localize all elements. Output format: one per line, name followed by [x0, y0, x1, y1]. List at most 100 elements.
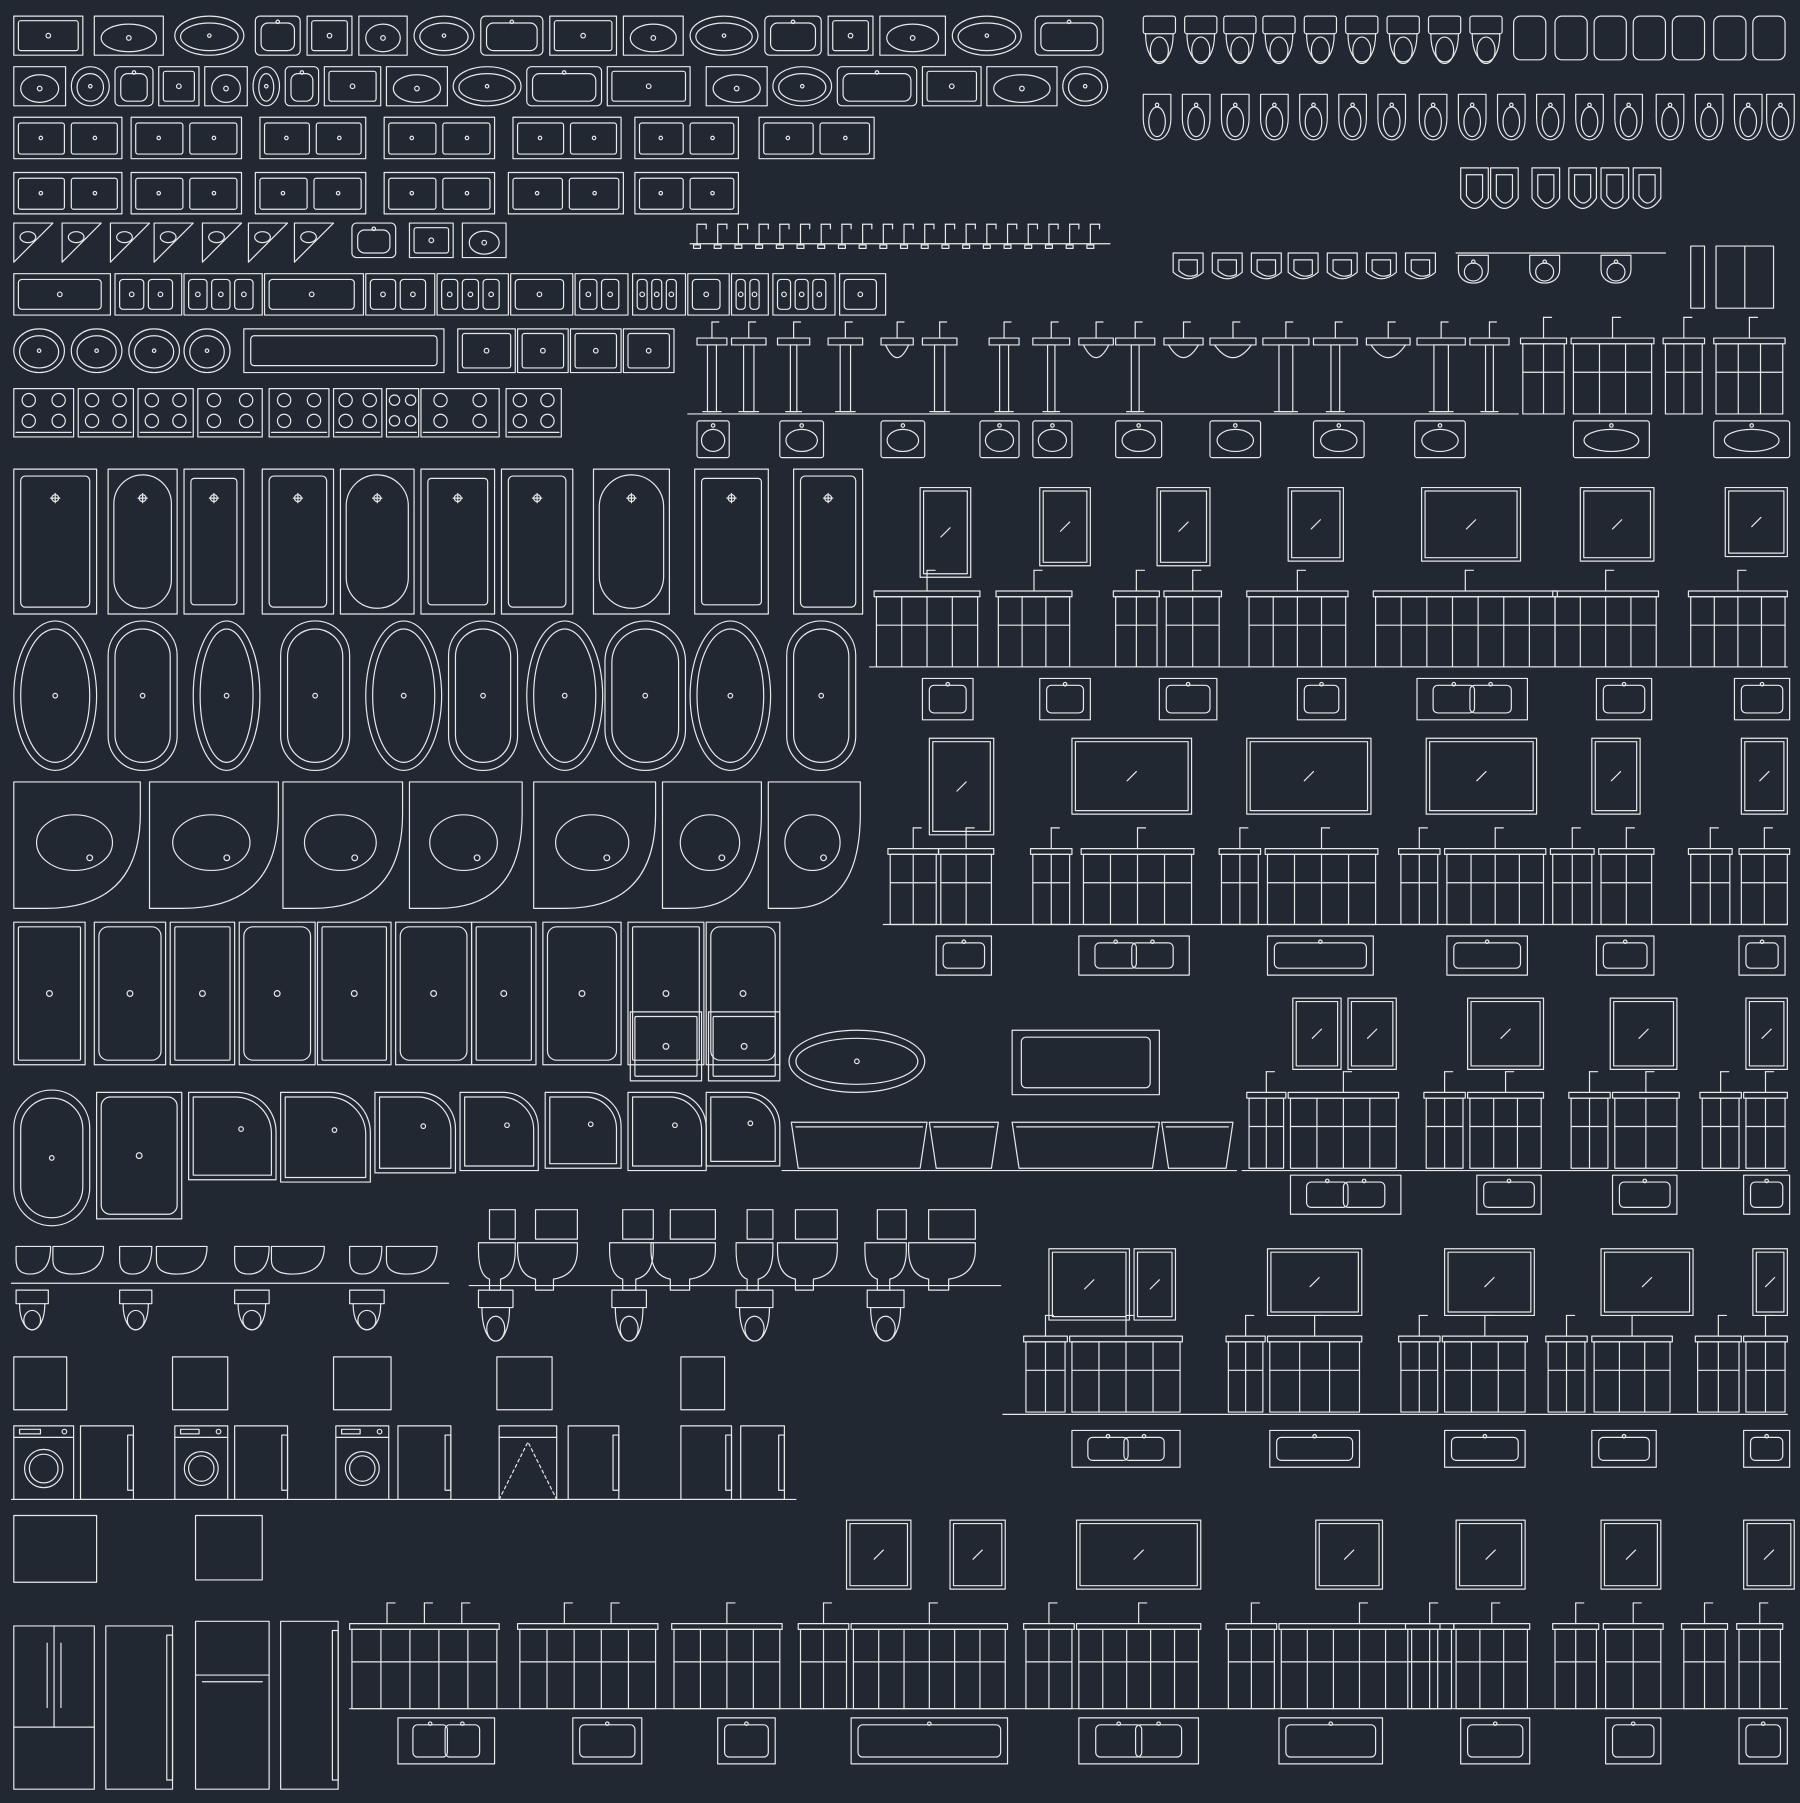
- vanity-elevation: [1700, 1072, 1741, 1169]
- mirror-elevation: [1468, 998, 1544, 1069]
- kitchen-sink-plan: [575, 274, 628, 315]
- close-coupled-wc-elevation: [518, 1210, 578, 1290]
- vanity-elevation: [1247, 1072, 1286, 1169]
- vanity-plan: [1279, 1718, 1383, 1764]
- wc-plan: [235, 1290, 270, 1330]
- bidet-plan: [1537, 94, 1565, 140]
- cistern-plan: [1672, 16, 1704, 60]
- vanity-elevation: [1569, 1072, 1610, 1169]
- sink-plan: [359, 16, 407, 55]
- appliance-plan: [497, 1357, 552, 1410]
- washing-machine: [336, 1426, 389, 1500]
- oval-bathtub-plan: [366, 621, 442, 770]
- mirror-elevation: [1134, 1249, 1175, 1320]
- sink-plan: [409, 223, 453, 257]
- sink-plan: [462, 223, 506, 257]
- kitchen-sink-plan: [633, 274, 686, 315]
- mirror-elevation: [1601, 1520, 1661, 1589]
- refrigerator: [106, 1626, 173, 1789]
- basin-plan: [1033, 421, 1072, 458]
- rectangular-bathtub-plan: [593, 469, 669, 614]
- basin-plan: [780, 421, 824, 458]
- vanity-plan: [1040, 678, 1091, 719]
- shower-tray-plan: [472, 922, 536, 1065]
- vanity-plan: [1445, 1430, 1526, 1467]
- mirror-elevation: [1422, 488, 1521, 562]
- vanity-elevation: [1226, 1315, 1265, 1412]
- mirror-elevation: [1610, 998, 1677, 1069]
- cistern-plan: [1594, 16, 1626, 60]
- faucet-elevation: [714, 224, 727, 248]
- toilet-plan: [1428, 16, 1460, 63]
- sink-plan: [987, 67, 1057, 106]
- appliance-blocks: [12, 1357, 796, 1789]
- vanity-plan: [1613, 1175, 1677, 1214]
- cooktop-plan: [138, 389, 193, 437]
- cooktop-plan: [421, 389, 499, 437]
- bidet-plan: [1339, 94, 1367, 140]
- kitchen-sink-plan: [184, 274, 262, 315]
- pedestal-basin-elevation: [1116, 322, 1155, 412]
- basin-plan: [1210, 421, 1261, 458]
- sink-plan: [765, 16, 821, 55]
- cooktop-plan: [269, 389, 329, 437]
- urinal-elevation: [1633, 168, 1661, 208]
- basin-plan: [1313, 421, 1364, 458]
- basin-plan: [1573, 421, 1649, 458]
- urinal-elevation: [1532, 168, 1560, 208]
- urinal-elevation: [1569, 168, 1597, 208]
- rectangular-bathtub-plan: [108, 469, 177, 614]
- vanity-elevation: [1399, 828, 1440, 925]
- mirror-elevation: [1049, 1249, 1130, 1320]
- toilet-plan: [1143, 16, 1175, 63]
- wc-plan: [16, 1290, 48, 1330]
- pedestal-basin-elevation: [989, 322, 1019, 412]
- corner-sink-plan: [248, 223, 287, 262]
- vanity-elevation: [1744, 1072, 1788, 1169]
- corner-bathtub-plan: [662, 782, 761, 908]
- kitchen-sink-plan: [366, 274, 435, 315]
- bathtub-elevation: [929, 1122, 998, 1168]
- bidet-plan: [1530, 255, 1560, 283]
- vanity-elevation: [1714, 317, 1785, 414]
- sink-plan: [414, 16, 474, 55]
- bidet-plan: [1221, 94, 1249, 140]
- corner-bathtub-plan: [150, 782, 279, 908]
- bidet-plan: [1656, 94, 1684, 140]
- basin-plan: [1714, 421, 1790, 458]
- bidet-plan: [1695, 94, 1723, 140]
- wc-plan: [350, 1290, 385, 1330]
- pedestal-basin-elevation: [1079, 322, 1114, 358]
- mirror-elevation: [1040, 488, 1091, 566]
- mirror-elevation: [1348, 998, 1396, 1069]
- corner-bathtub-plan: [14, 782, 141, 908]
- faucet-elevation: [942, 224, 955, 248]
- cooktop-plan: [78, 389, 133, 437]
- cistern-plan: [1633, 16, 1665, 60]
- mirror-elevation: [1426, 738, 1536, 814]
- faucet-elevation: [818, 224, 831, 248]
- mirror-elevation: [1247, 738, 1371, 814]
- vanity-plan: [398, 1718, 495, 1764]
- wall-hung-wc-elevation: [53, 1246, 104, 1274]
- faucet-elevation: [921, 224, 934, 248]
- vanity-plan: [573, 1718, 642, 1764]
- vanity-elevation: [1226, 1603, 1277, 1709]
- pedestal-basin-elevation: [1263, 322, 1309, 412]
- urinal-elevation: [1405, 253, 1435, 279]
- oval-bathtub-plan: [449, 621, 518, 770]
- sink-blocks: [14, 16, 1108, 437]
- cistern-plan: [1714, 16, 1746, 60]
- kitchen-sink-plan: [773, 274, 835, 315]
- vanity-plan: [1079, 936, 1189, 975]
- pedestal-basin-elevation: [697, 322, 727, 412]
- sink-plan: [773, 67, 832, 106]
- basin-plan: [1415, 421, 1466, 458]
- sink-plan: [880, 16, 946, 55]
- kitchen-sink-plan: [840, 274, 886, 315]
- corner-sink-plan: [62, 223, 101, 262]
- pedestal-basin-elevation: [1033, 322, 1070, 412]
- bathtub-elevation: [1012, 1122, 1159, 1168]
- urinal-elevation: [1288, 253, 1318, 279]
